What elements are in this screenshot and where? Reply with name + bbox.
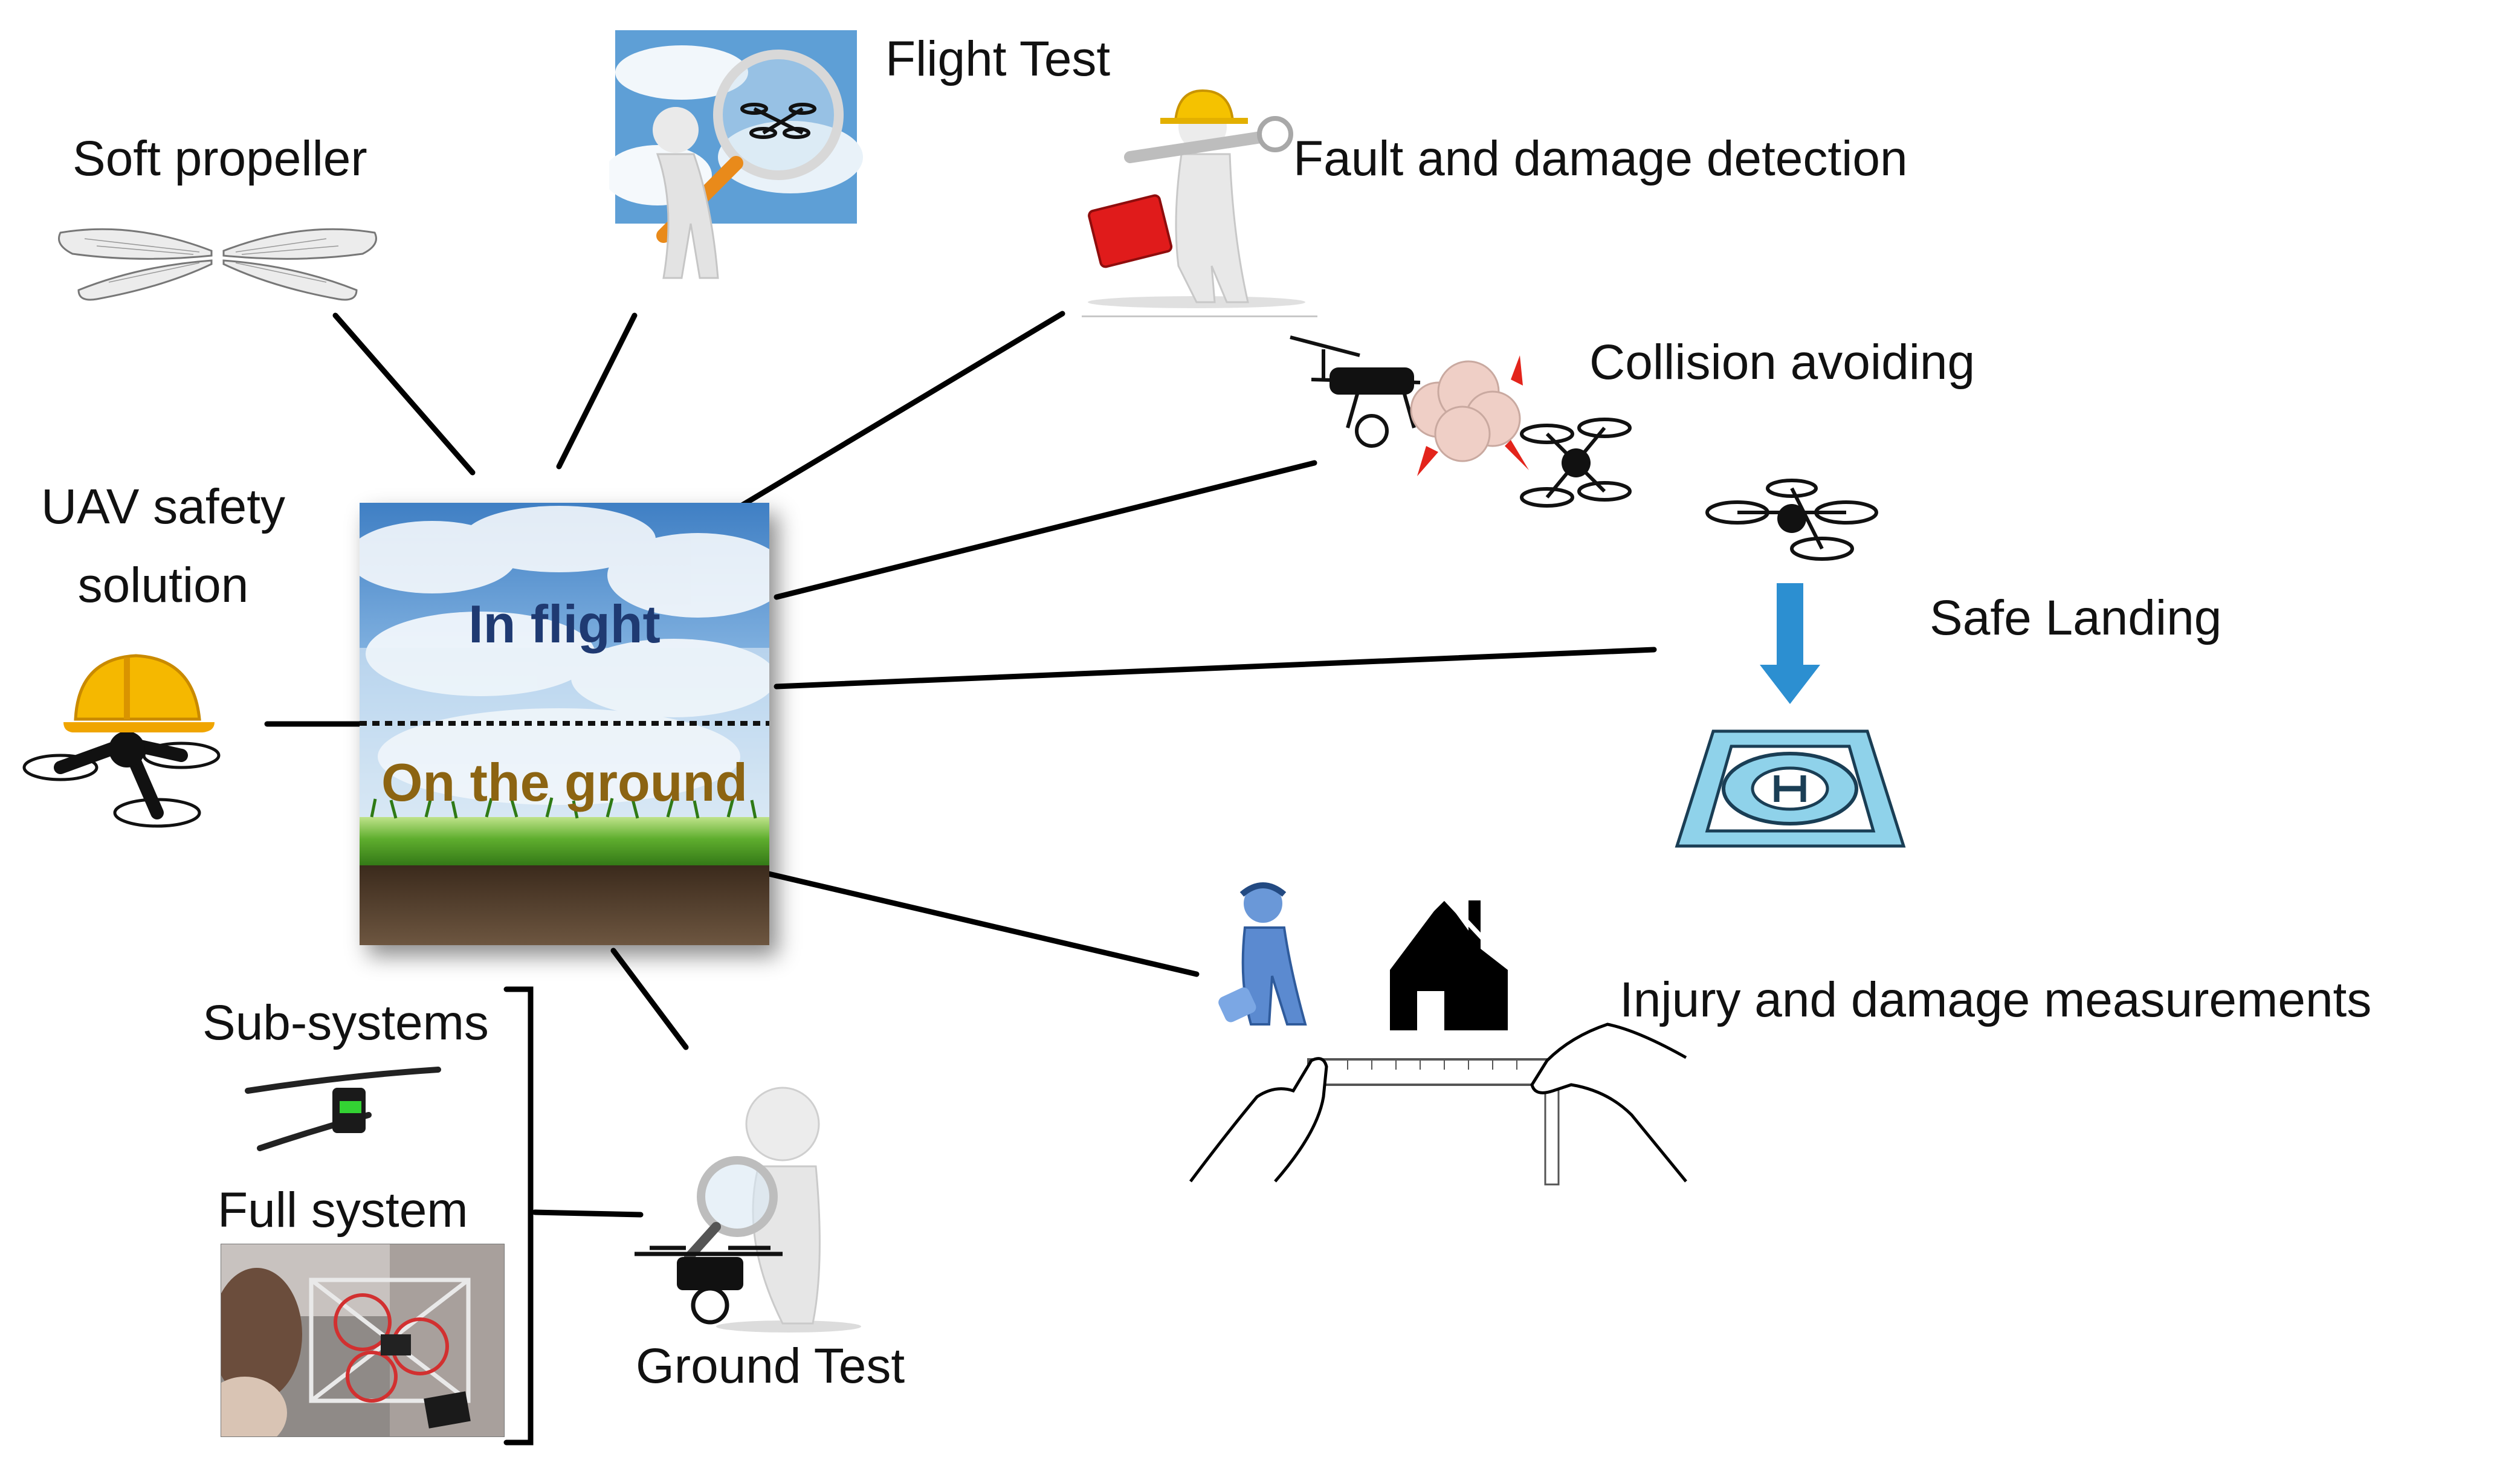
connector-safe-landing xyxy=(774,647,1657,690)
repairman-shadow-line xyxy=(1082,315,1317,317)
fault-detection-label: Fault and damage detection xyxy=(1293,131,1908,186)
safe-landing-label: Safe Landing xyxy=(1930,590,2222,645)
collision-avoiding-label: Collision avoiding xyxy=(1589,335,1976,390)
propeller-motor-icon xyxy=(245,1067,441,1151)
connector-flight-test xyxy=(556,312,638,470)
uav-safety-line2: solution xyxy=(77,558,249,613)
soft-propeller-label: Soft propeller xyxy=(73,131,367,186)
connector-soft-propeller xyxy=(332,312,476,476)
full-system-test-photo xyxy=(221,1244,505,1437)
full-system-label: Full system xyxy=(218,1183,468,1238)
repairman-icon xyxy=(1088,89,1305,308)
drone-collision-icon xyxy=(1290,335,1632,508)
uav-safety-title: UAV safety solution xyxy=(12,482,314,610)
connector-injury xyxy=(763,870,1200,977)
flight-test-magnifier-icon xyxy=(609,30,863,279)
sky-ground-image xyxy=(360,503,769,945)
injury-measurements-label: Injury and damage measurements xyxy=(1620,972,2372,1027)
sub-systems-label: Sub-systems xyxy=(202,995,489,1050)
uav-safety-line1: UAV safety xyxy=(40,479,286,534)
dragonfly-wing-icon xyxy=(58,228,377,301)
center-box: In flight On the ground xyxy=(360,503,769,945)
connector-bracket xyxy=(532,1209,644,1218)
landing-drone-icon xyxy=(1705,479,1878,561)
flight-test-label: Flight Test xyxy=(885,31,1111,86)
helipad-icon xyxy=(1675,729,1906,848)
connector-collision xyxy=(774,460,1317,600)
in-flight-label: In flight xyxy=(468,594,661,654)
measurement-hands-icon xyxy=(1189,882,1687,1186)
ground-test-label: Ground Test xyxy=(636,1339,905,1394)
ground-test-inspector-icon xyxy=(635,1087,861,1333)
helmet-drone-icon xyxy=(22,654,221,828)
connector-fault-detection xyxy=(739,311,1065,508)
connector-ground-test xyxy=(610,948,689,1050)
on-the-ground-label: On the ground xyxy=(381,752,748,812)
bracket xyxy=(503,986,534,1446)
landing-arrow-icon xyxy=(1760,583,1820,704)
